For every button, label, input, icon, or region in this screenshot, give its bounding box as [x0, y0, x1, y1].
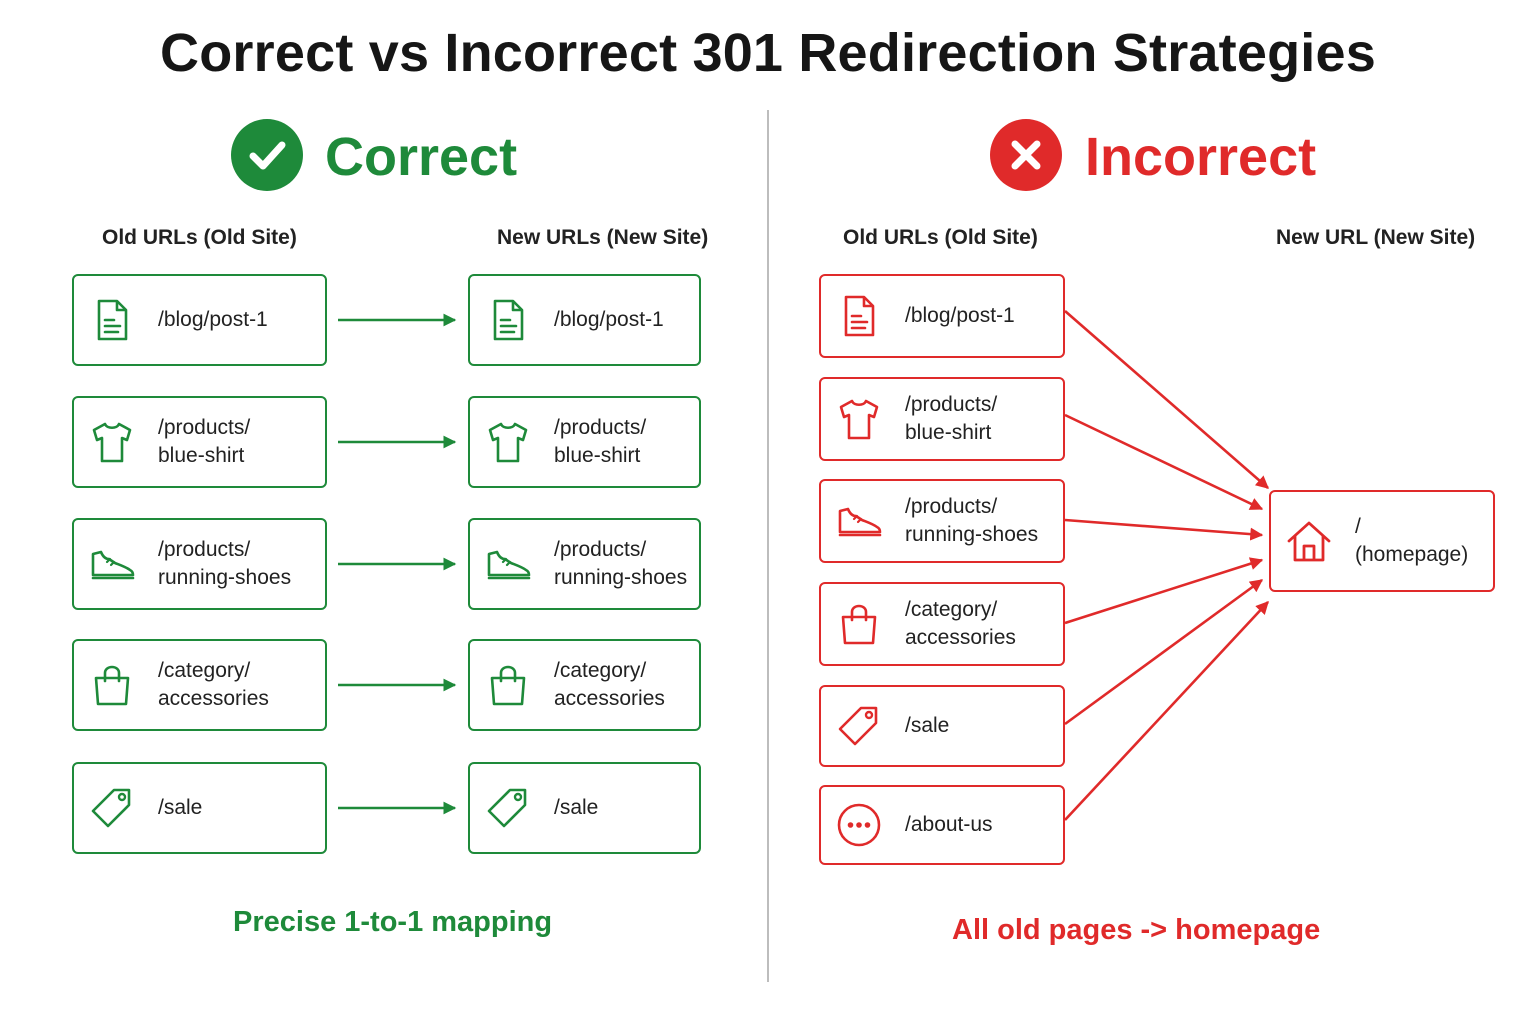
old-url-box-products-running-shoes: /products/ running-shoes — [819, 479, 1065, 563]
tshirt-icon — [835, 395, 883, 443]
old-url-box-category-accessories: /category/ accessories — [72, 639, 327, 731]
new-url-box-products-running-shoes: /products/ running-shoes — [468, 518, 701, 610]
old-url-box-blog-post-1: /blog/post-1 — [819, 274, 1065, 358]
old-url-box-sale: /sale — [819, 685, 1065, 767]
incorrect-heading: Incorrect — [1085, 127, 1317, 187]
shopping-bag-icon — [835, 600, 883, 648]
url-path-label: /sale — [905, 714, 950, 737]
url-path-label: / (homepage) — [1355, 515, 1469, 566]
correct-caption: Precise 1-to-1 mapping — [233, 906, 553, 938]
shopping-bag-icon — [484, 661, 532, 709]
correct-old-header: Old URLs (Old Site) — [102, 226, 297, 249]
url-path-label: /products/ blue-shirt — [905, 393, 998, 444]
tag-icon — [88, 784, 136, 832]
shoe-icon — [484, 540, 532, 588]
url-path-label: /products/ blue-shirt — [158, 416, 251, 467]
url-path-label: /category/ accessories — [158, 659, 269, 710]
redirect-arrow-to-homepage — [1064, 518, 1264, 541]
url-path-label: /about-us — [905, 813, 993, 836]
tshirt-icon — [484, 418, 532, 466]
redirect-arrow-to-homepage — [1064, 310, 1269, 489]
url-path-label: /category/ accessories — [554, 659, 665, 710]
url-path-label: /blog/post-1 — [158, 308, 268, 331]
url-path-label: /blog/post-1 — [554, 308, 664, 331]
url-path-label: /products/ running-shoes — [554, 538, 688, 589]
url-path-label: /sale — [158, 796, 203, 819]
correct-new-header: New URLs (New Site) — [497, 226, 709, 249]
url-path-label: /products/ running-shoes — [905, 495, 1039, 546]
new-url-box-category-accessories: /category/ accessories — [468, 639, 701, 731]
url-path-label: /products/ blue-shirt — [554, 416, 647, 467]
document-icon — [88, 296, 136, 344]
correct-heading: Correct — [325, 127, 518, 187]
cross-icon — [990, 119, 1062, 191]
old-url-box-category-accessories: /category/ accessories — [819, 582, 1065, 666]
shopping-bag-icon — [88, 661, 136, 709]
old-url-box-blog-post-1: /blog/post-1 — [72, 274, 327, 366]
new-url-box-products-blue-shirt: /products/ blue-shirt — [468, 396, 701, 488]
tag-icon — [484, 784, 532, 832]
old-url-box-about-us: /about-us — [819, 785, 1065, 865]
old-url-box-products-blue-shirt: /products/ blue-shirt — [819, 377, 1065, 461]
incorrect-old-header: Old URLs (Old Site) — [843, 226, 1038, 249]
tag-icon — [835, 702, 883, 750]
document-icon — [484, 296, 532, 344]
checkmark-icon — [231, 119, 303, 191]
incorrect-caption: All old pages -> homepage — [952, 914, 1321, 946]
more-dots-icon — [835, 801, 883, 849]
old-url-box-sale: /sale — [72, 762, 327, 854]
url-path-label: /blog/post-1 — [905, 304, 1015, 327]
old-url-box-products-blue-shirt: /products/ blue-shirt — [72, 396, 327, 488]
redirect-arrow-to-homepage — [1064, 557, 1264, 625]
url-path-label: /sale — [554, 796, 599, 819]
new-url-box-blog-post-1: /blog/post-1 — [468, 274, 701, 366]
main-title: Correct vs Incorrect 301 Redirection Str… — [160, 23, 1376, 83]
homepage-target-box: / (homepage) — [1269, 490, 1495, 592]
shoe-icon — [835, 497, 883, 545]
shoe-icon — [88, 540, 136, 588]
new-url-box-sale: /sale — [468, 762, 701, 854]
redirect-arrow-to-homepage — [1064, 601, 1269, 821]
tshirt-icon — [88, 418, 136, 466]
document-icon — [835, 292, 883, 340]
url-path-label: /products/ running-shoes — [158, 538, 292, 589]
home-icon — [1285, 517, 1333, 565]
redirect-arrow-to-homepage — [1064, 413, 1264, 511]
old-url-box-products-running-shoes: /products/ running-shoes — [72, 518, 327, 610]
url-path-label: /category/ accessories — [905, 598, 1016, 649]
center-divider — [767, 110, 769, 982]
redirect-arrow-to-homepage — [1064, 578, 1264, 726]
incorrect-new-header: New URL (New Site) — [1276, 226, 1476, 249]
